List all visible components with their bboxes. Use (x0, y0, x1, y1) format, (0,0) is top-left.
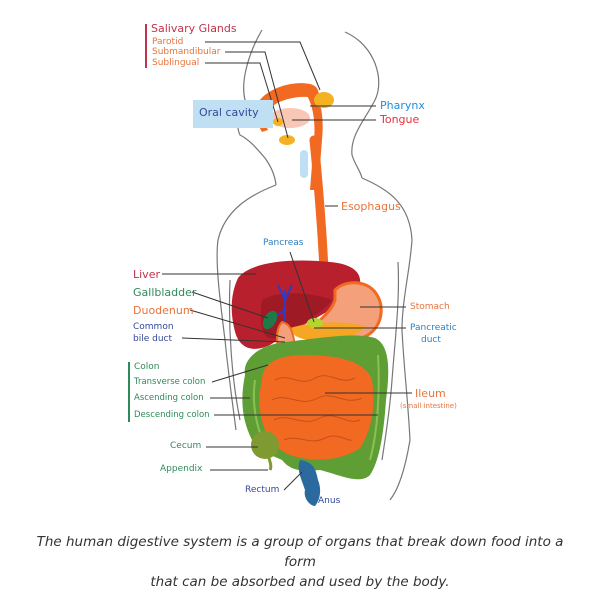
label-anus: Anus (318, 496, 341, 506)
submandibular-leader (225, 51, 289, 139)
left-shoulder-outline (216, 184, 277, 431)
transverse-colon-leader (211, 364, 269, 383)
rectum-shape (298, 460, 321, 506)
common-bile-duct-leader (181, 337, 286, 343)
label-transverse-colon: Transverse colon (134, 377, 206, 387)
right-shoulder-outline (361, 177, 413, 501)
label-gallbladder: Gallbladder (133, 286, 197, 299)
label-oral-cavity: Oral cavity (199, 106, 259, 119)
digestive-system-diagram: Salivary Glands Parotid Submandibular Su… (128, 22, 457, 506)
pancreas-leader (289, 251, 315, 323)
trachea (300, 150, 308, 178)
label-submandibular: Submandibular (152, 47, 221, 57)
label-common-bile-duct-line2: bile duct (133, 334, 173, 344)
leader-lines (162, 41, 412, 491)
pancreas-head (307, 318, 323, 328)
label-sublingual: Sublingual (152, 58, 200, 68)
colon-bracket (128, 362, 130, 422)
rectum-leader (283, 471, 303, 491)
label-rectum: Rectum (245, 485, 280, 495)
label-descending-colon: Descending colon (134, 410, 210, 420)
right-hip-outline (381, 261, 400, 461)
label-pancreatic-duct-line1: Pancreatic (410, 323, 457, 333)
label-ascending-colon: Ascending colon (134, 393, 204, 403)
anatomy-illustration (162, 29, 413, 506)
label-duodenum: Duodenum (133, 304, 194, 317)
label-tongue: Tongue (380, 113, 420, 126)
cecum-shape (251, 431, 279, 459)
appendix-shape (266, 454, 273, 471)
parotid-leader (205, 41, 321, 91)
label-appendix: Appendix (160, 464, 203, 474)
gallbladder-shape (262, 310, 278, 330)
parotid-gland (314, 92, 334, 108)
body-outline (216, 29, 413, 501)
salivary-bracket (145, 24, 147, 68)
head-outline (237, 29, 277, 186)
pancreas-shape (290, 322, 365, 340)
figure-caption: The human digestive system is a group of… (20, 532, 580, 592)
label-cecum: Cecum (170, 441, 202, 451)
caption-line-1: The human digestive system is a group of… (36, 534, 564, 570)
label-common-bile-duct-line1: Common (133, 322, 174, 332)
duodenum-leader (189, 309, 286, 339)
label-salivary-glands: Salivary Glands (151, 22, 237, 35)
small-intestine-shape (259, 355, 374, 460)
label-ileum-subtitle: (small intestine) (400, 402, 457, 410)
label-stomach: Stomach (410, 302, 450, 312)
label-ileum: Ileum (415, 387, 446, 400)
intestine-folds (271, 375, 363, 442)
label-parotid: Parotid (152, 37, 184, 47)
label-colon: Colon (134, 362, 160, 372)
label-esophagus: Esophagus (341, 200, 401, 213)
submandibular-gland (279, 135, 295, 145)
caption-line-2: that can be absorbed and used by the bod… (150, 574, 450, 590)
oral-cavity-highlight (193, 100, 273, 128)
label-pancreatic-duct-line2: duct (421, 335, 441, 345)
head-back-outline (344, 31, 380, 179)
label-pharynx: Pharynx (380, 99, 425, 112)
gallbladder-leader (191, 291, 269, 319)
label-pancreas: Pancreas (263, 238, 304, 248)
colon-highlight-right (369, 354, 380, 461)
left-waist-outline (228, 279, 241, 421)
label-liver: Liver (133, 268, 160, 281)
